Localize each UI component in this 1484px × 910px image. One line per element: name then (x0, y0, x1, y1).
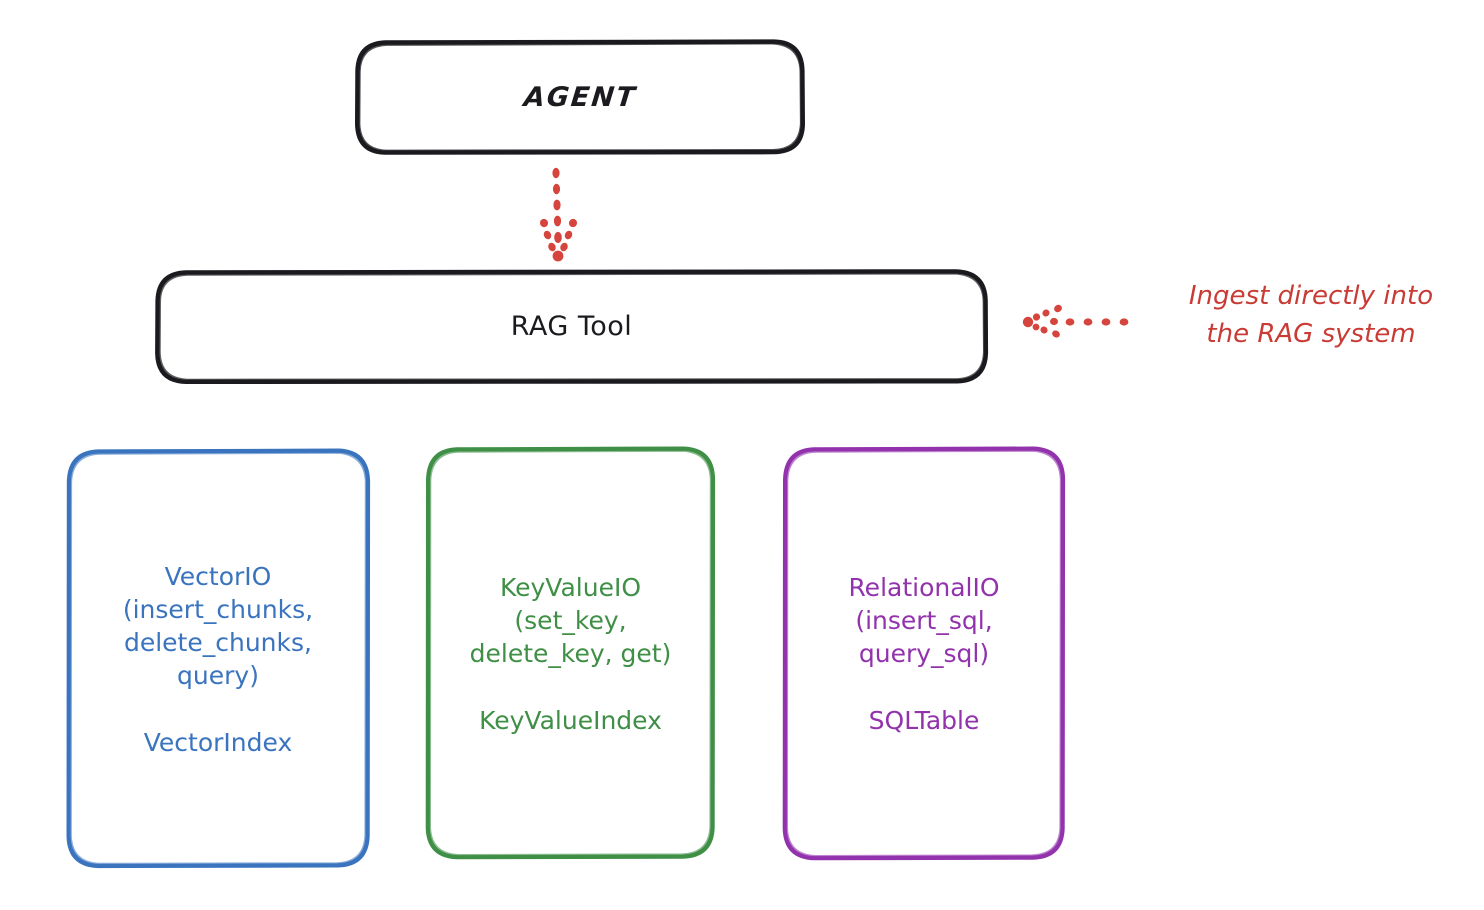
rag-tool-box-outline (155, 269, 989, 384)
key-value-io-title: KeyValueIO (set_key, delete_key, get) (469, 572, 672, 668)
vector-io-title: VectorIO (insert_chunks, delete_chunks, … (122, 561, 314, 690)
key-value-index-label: KeyValueIndex (479, 705, 662, 735)
ingest-arrow (1022, 304, 1129, 338)
agent-to-rag-arrow (539, 167, 578, 262)
relational-io-node[interactable]: RelationalIO (insert_sql, query_sql) SQL… (785, 448, 1063, 858)
agent-label: AGENT (522, 81, 638, 113)
ingest-annotation-text: Ingest directly into the RAG system (1188, 281, 1434, 349)
relational-io-title: RelationalIO (insert_sql, query_sql) (848, 573, 1000, 668)
rag-tool-label: RAG Tool (510, 311, 633, 342)
sql-table-label: SQLTable (868, 706, 980, 735)
rag-tool-node[interactable]: RAG Tool (157, 271, 986, 382)
vector-io-box-outline (66, 448, 371, 869)
agent-node[interactable]: AGENT (357, 41, 803, 153)
agent-box-outline (355, 39, 805, 155)
relational-io-box-outline (782, 446, 1066, 861)
vector-io-node[interactable]: VectorIO (insert_chunks, delete_chunks, … (68, 450, 368, 866)
key-value-io-node[interactable]: KeyValueIO (set_key, delete_key, get) Ke… (428, 448, 713, 857)
key-value-io-box-outline (425, 446, 716, 860)
vector-index-label: VectorIndex (143, 727, 293, 757)
